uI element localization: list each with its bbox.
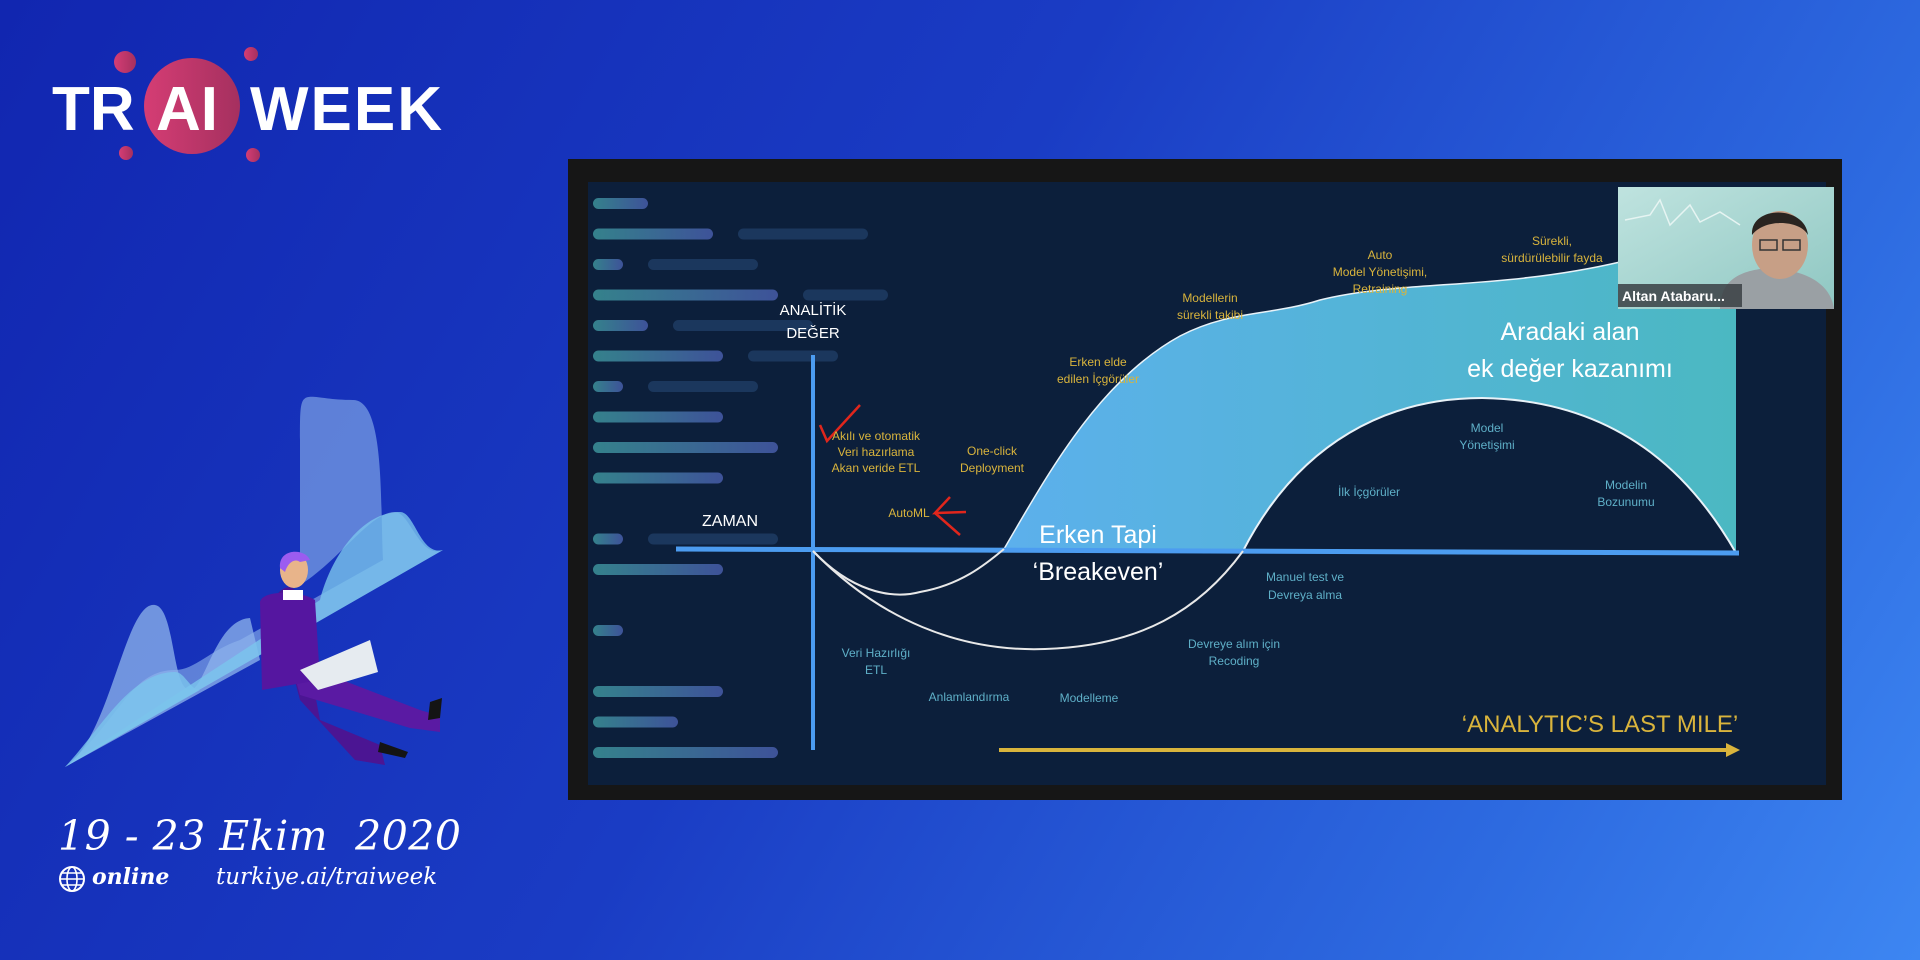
label-one-click: One-click	[967, 444, 1018, 458]
label-smart-prep: Veri hazırlama	[838, 445, 915, 459]
label-automl: AutoML	[888, 506, 930, 520]
decor-bar	[593, 716, 678, 728]
label-modeling: Modelleme	[1060, 691, 1119, 705]
webcam-tile[interactable]: Altan Atabaru...	[1618, 187, 1834, 309]
label-smart-prep: Akılı ve otomatik	[832, 429, 921, 443]
decor-bar	[648, 259, 758, 270]
x-axis	[675, 546, 1740, 556]
participant-name: Altan Atabaru...	[1622, 288, 1725, 304]
area-label: Aradaki alan	[1501, 318, 1640, 346]
decor-bar	[593, 198, 648, 209]
logo-dot	[119, 146, 133, 160]
decor-bar	[803, 289, 888, 301]
decor-bar	[593, 442, 778, 453]
label-sensemaking: Anlamlandırma	[929, 690, 1010, 704]
label-sustainable: Sürekli,	[1532, 234, 1572, 248]
baseline-curve	[1242, 396, 1737, 554]
decor-bar	[673, 320, 813, 331]
illustration-person	[260, 551, 442, 765]
label-first-insights: İlk İçgörüler	[1338, 485, 1400, 499]
label-early-insights: edilen İçgörüler	[1057, 372, 1139, 386]
x-axis-label: ZAMAN	[702, 513, 758, 530]
arrow-annotation-icon	[932, 496, 967, 536]
slow-dip-curve	[812, 550, 1244, 651]
label-monitoring: sürekli takibi	[1177, 308, 1243, 322]
ml-curve	[1003, 261, 1621, 550]
logo-text-week: WEEK	[250, 75, 444, 144]
decor-bar	[593, 564, 723, 575]
decor-bar	[593, 747, 778, 758]
event-dates: 19 - 23 Ekim 2020	[58, 812, 462, 860]
label-recoding: Devreye alım için	[1188, 637, 1280, 651]
decor-bar	[593, 625, 623, 636]
fast-dip-curve	[812, 548, 1005, 596]
label-auto-governance: Retraining	[1353, 282, 1408, 296]
y-axis-label: DEĞER	[786, 325, 840, 342]
label-one-click: Deployment	[960, 461, 1025, 475]
slide-decor-bars	[593, 198, 888, 758]
label-data-prep: ETL	[865, 663, 887, 677]
decor-bar	[593, 472, 723, 484]
participant-body	[1720, 268, 1834, 309]
arrow-head-icon	[1726, 743, 1740, 757]
logo-ai-circle	[144, 58, 240, 154]
label-sustainable: sürdürülebilir fayda	[1501, 251, 1603, 265]
label-monitoring: Modellerin	[1182, 291, 1237, 305]
last-mile-label: ‘ANALYTIC’S LAST MILE’	[1462, 711, 1739, 738]
label-data-prep: Veri Hazırlığı	[842, 646, 911, 660]
participant-face	[1752, 211, 1808, 279]
decor-bar	[593, 533, 623, 545]
decor-bar	[648, 381, 758, 392]
label-manual-test: Devreya alma	[1268, 588, 1342, 602]
logo-text-tr: TR	[52, 75, 135, 144]
logo-dot	[244, 47, 258, 61]
decor-bar	[593, 228, 713, 240]
decor-bar	[593, 259, 623, 270]
decor-bar	[738, 228, 868, 240]
logo-dot	[114, 51, 136, 73]
label-auto-governance: Auto	[1368, 248, 1393, 262]
decor-bar	[593, 350, 723, 362]
label-manual-test: Manuel test ve	[1266, 570, 1344, 584]
label-smart-prep: Akan veride ETL	[832, 461, 921, 475]
event-url[interactable]: turkiye.ai/traiweek	[216, 864, 438, 890]
decor-bar	[593, 686, 723, 697]
label-model-decay: Modelin	[1605, 478, 1647, 492]
decor-bar	[593, 381, 623, 392]
breakeven-title: Erken Tapi	[1039, 521, 1157, 549]
decor-bar	[593, 411, 723, 423]
decor-bar	[593, 320, 648, 331]
label-recoding: Recoding	[1209, 654, 1260, 668]
area-label: ek değer kazanımı	[1467, 355, 1673, 383]
traiweek-logo: TR AI WEEK	[52, 47, 444, 162]
label-auto-governance: Model Yönetişimi,	[1333, 265, 1428, 279]
checkmark-annotation-icon	[818, 404, 861, 444]
decor-bar	[648, 533, 778, 545]
logo-text-ai: AI	[156, 75, 218, 144]
illustration-waves	[65, 396, 443, 767]
value-gain-area	[1004, 235, 1736, 553]
label-model-governance: Model	[1471, 421, 1504, 435]
logo-dot	[246, 148, 260, 162]
breakeven-subtitle: ‘Breakeven’	[1033, 558, 1164, 586]
decor-bar	[593, 289, 778, 301]
label-early-insights: Erken elde	[1069, 355, 1127, 369]
label-model-decay: Bozunumu	[1597, 495, 1654, 509]
y-axis-label: ANALİTİK	[780, 301, 847, 319]
online-label: online	[92, 864, 170, 890]
globe-icon	[59, 866, 85, 892]
decor-bar	[748, 350, 838, 362]
label-model-governance: Yönetişimi	[1459, 438, 1514, 452]
